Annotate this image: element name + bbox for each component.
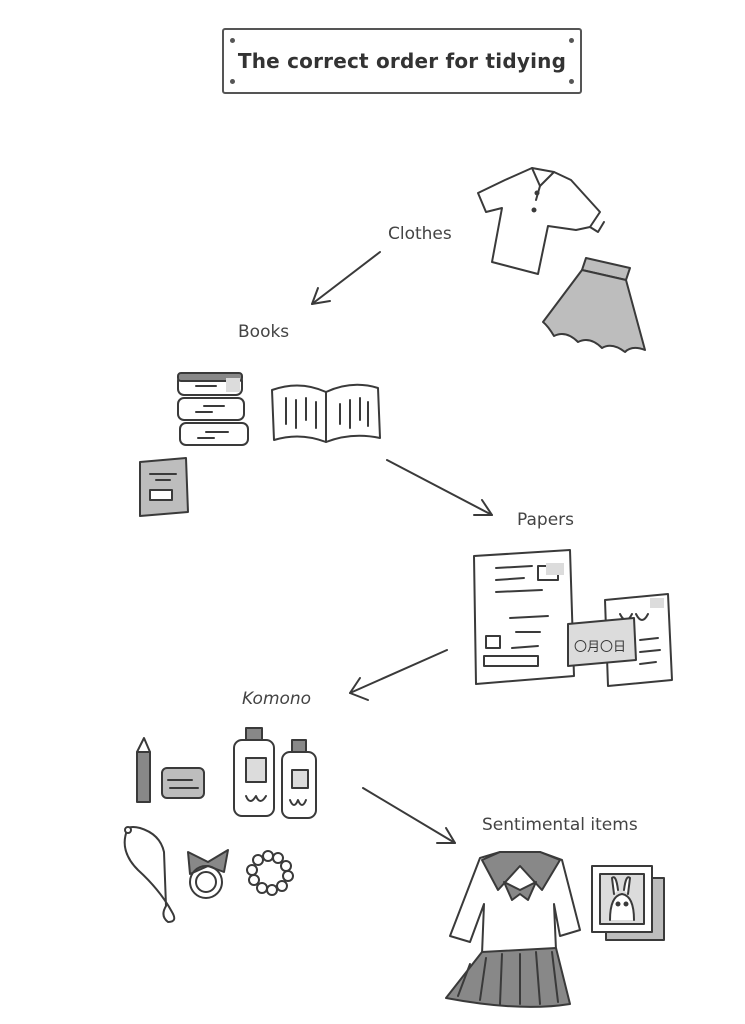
- pin-icon: [569, 38, 574, 43]
- shirt-icon: [477, 167, 605, 275]
- skirt-icon: [542, 257, 646, 353]
- arrow-books-to-papers: [386, 459, 493, 516]
- diagram-title: The correct order for tidying: [237, 49, 567, 73]
- step-label-clothes: Clothes: [388, 224, 452, 244]
- papers-icon: 〇月〇日: [473, 549, 673, 687]
- sailor-uniform-icon: [445, 851, 581, 1008]
- pencil-icon: [136, 737, 151, 803]
- ring-bow-icon: [187, 849, 229, 899]
- necklace-icon: [123, 826, 176, 923]
- arrow-papers-to-komono: [349, 649, 448, 701]
- books-stack-icon: [177, 372, 249, 446]
- pin-icon: [230, 38, 235, 43]
- arrow-komono-to-sentimental: [362, 787, 456, 844]
- pin-icon: [569, 79, 574, 84]
- title-banner: The correct order for tidying: [222, 28, 582, 94]
- bottle-icon: [281, 739, 317, 819]
- bottle-icon: [233, 727, 275, 817]
- open-book-icon: [271, 383, 381, 443]
- photos-icon: [591, 865, 665, 941]
- pin-icon: [230, 79, 235, 84]
- step-label-sentimental-items: Sentimental items: [482, 815, 638, 835]
- step-label-papers: Papers: [517, 510, 575, 530]
- step-label-books: Books: [238, 322, 290, 342]
- papers-card-text: 〇月〇日: [574, 640, 626, 655]
- arrow-clothes-to-books: [311, 251, 381, 305]
- bracelet-icon: [246, 850, 294, 896]
- tape-icon: [161, 767, 205, 799]
- step-label-komono: Komono: [242, 689, 312, 709]
- paperback-icon: [139, 457, 189, 517]
